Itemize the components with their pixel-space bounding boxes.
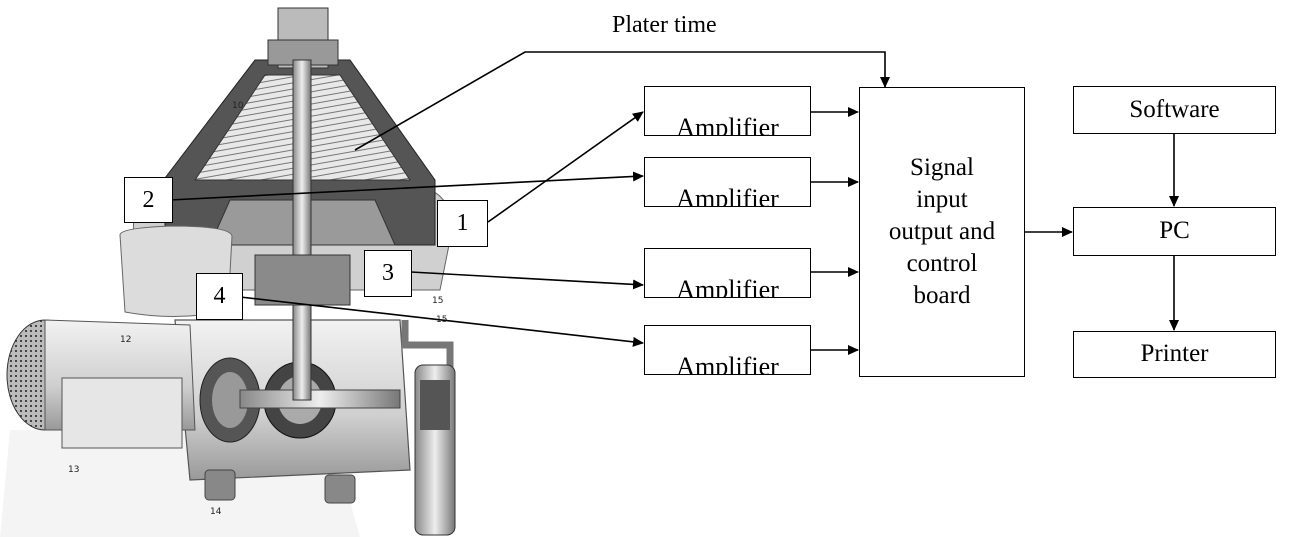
- arrow-sensor2-amp2: [169, 171, 644, 201]
- signal-board-line-3: output and: [888, 218, 996, 245]
- sensor-label-1: 1: [437, 200, 488, 247]
- printer-box: Printer: [1073, 331, 1276, 378]
- software-box: Software: [1073, 86, 1276, 134]
- part-number-14: 14: [210, 507, 222, 517]
- signal-board-line-5: board: [913, 282, 971, 309]
- arrow-sensor1-amp1: [487, 111, 644, 223]
- signal-control-board: Signal input output and control board: [859, 87, 1025, 377]
- part-number-10: 10: [232, 101, 244, 111]
- signal-board-line-2: input: [916, 186, 968, 213]
- arrow-plater-time: [354, 51, 890, 151]
- part-number-12: 12: [120, 335, 131, 345]
- sensor-label-4: 4: [196, 273, 243, 320]
- amplifier-box-1: Amplifier: [644, 86, 811, 136]
- amplifier-label-4: Amplifier: [676, 352, 779, 374]
- amplifier-box-4: Amplifier: [644, 325, 811, 375]
- arrow-sensor4-amp4: [239, 296, 644, 347]
- printer-label: Printer: [1140, 340, 1209, 368]
- connector-lines: [169, 51, 1179, 355]
- signal-board-line-4: control: [906, 250, 978, 277]
- amplifier-label-2: Amplifier: [676, 184, 779, 206]
- amplifier-label-3: Amplifier: [676, 275, 779, 297]
- pc-box: PC: [1073, 207, 1276, 256]
- signal-board-line-1: Signal: [910, 154, 974, 181]
- amplifier-box-3: Amplifier: [644, 248, 811, 298]
- separator-machine-illustration: 10 12 13 14 15 15: [0, 7, 456, 537]
- amplifier-label-1: Amplifier: [676, 113, 779, 135]
- arrow-sensor3-amp3: [410, 271, 644, 290]
- software-label: Software: [1129, 95, 1220, 123]
- sensor-label-3: 3: [364, 250, 412, 297]
- part-number-13: 13: [68, 465, 79, 475]
- plater-time-label: Plater time: [612, 12, 717, 38]
- sensor-label-2: 2: [124, 177, 173, 223]
- part-number-15a: 15: [432, 296, 443, 306]
- amplifier-box-2: Amplifier: [644, 157, 811, 207]
- pc-label: PC: [1159, 217, 1190, 245]
